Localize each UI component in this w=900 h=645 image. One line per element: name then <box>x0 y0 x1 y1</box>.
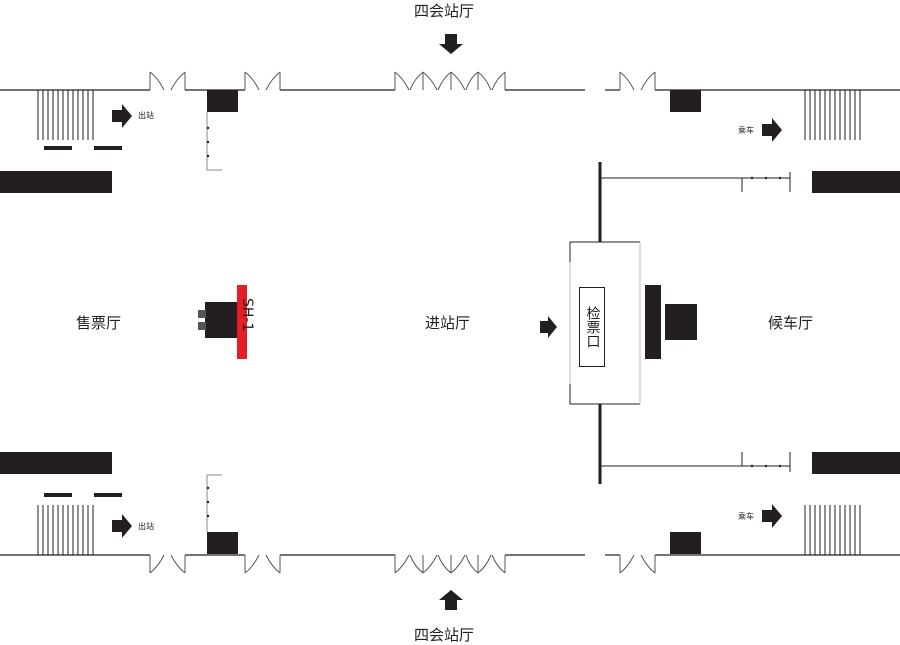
exit-bottom-label: 出站 <box>138 522 154 531</box>
stairs-left-bottom <box>37 505 94 555</box>
board-top-label: 乘车 <box>738 126 754 135</box>
arrow-right-icon <box>540 316 557 338</box>
red-marker <box>237 285 247 359</box>
thick-walls <box>0 90 900 554</box>
stairs-right-top <box>804 90 861 140</box>
entry-hall-label: 进站厅 <box>425 314 471 332</box>
ticket-hall-label: 售票厅 <box>76 314 122 332</box>
stairs-right-bottom <box>804 505 861 555</box>
check-lines <box>569 162 791 484</box>
ticket-check-label: 检票口 <box>579 287 605 367</box>
arrow-right-icon <box>762 118 782 142</box>
board-bottom-label: 乘车 <box>738 512 754 521</box>
stairs-left-top <box>37 90 94 140</box>
arrows <box>112 34 782 610</box>
check-gates <box>645 285 697 359</box>
bottom-hall-label: 四会站厅 <box>414 626 475 644</box>
arrow-right-icon <box>762 504 782 528</box>
arrow-down-icon <box>439 34 463 54</box>
arrow-right-icon <box>112 104 132 128</box>
top-hall-label: 四会站厅 <box>414 2 475 20</box>
fence-lines <box>206 112 222 532</box>
doors <box>149 71 656 574</box>
arrow-up-icon <box>439 590 463 610</box>
ticket-machine <box>198 285 247 359</box>
device-label: SH-1 <box>239 298 255 332</box>
exit-top-label: 出站 <box>138 111 154 120</box>
waiting-hall-label: 候车厅 <box>768 314 814 332</box>
arrow-right-icon <box>112 514 132 538</box>
